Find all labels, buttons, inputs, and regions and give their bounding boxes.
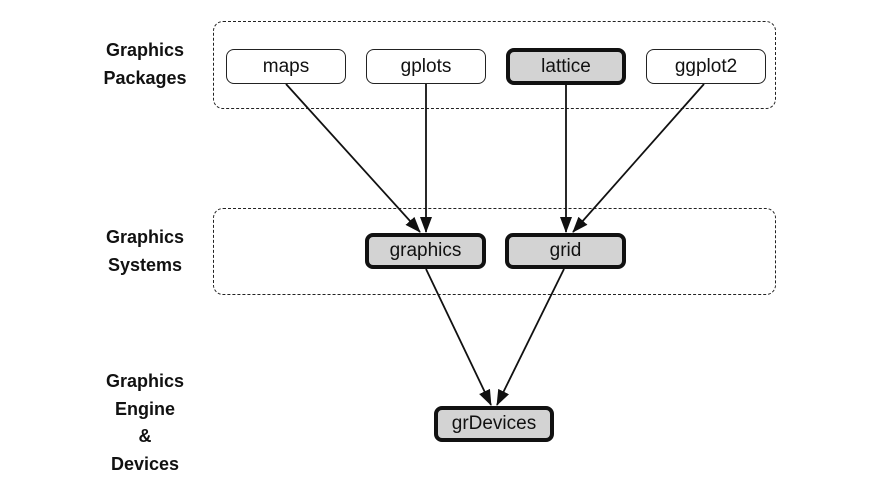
node-ggplot2: ggplot2 (646, 49, 766, 84)
systems-group-box (213, 208, 776, 295)
node-gplots: gplots (366, 49, 486, 84)
layer-label-line: Systems (107, 254, 183, 275)
node-lattice: lattice (506, 48, 626, 85)
packages-group-box (213, 21, 776, 109)
node-grdevices: grDevices (434, 406, 554, 442)
node-graphics: graphics (365, 233, 486, 269)
layer-label-line: Engine (114, 398, 175, 419)
layer-label-line: Devices (110, 453, 180, 474)
layer-label-line: Graphics (105, 40, 185, 60)
layer-label-line: Graphics (105, 227, 185, 247)
layer-label-graphics-engine-devices: Graphics Engine & Devices (65, 368, 225, 478)
layer-label-line: Graphics (105, 371, 185, 391)
layer-label-graphics-packages: Graphics Packages (65, 37, 225, 92)
layer-label-graphics-systems: Graphics Systems (65, 224, 225, 279)
layer-label-line: & (138, 426, 152, 446)
node-grid: grid (505, 233, 626, 269)
layer-label-line: Packages (103, 67, 187, 88)
node-maps: maps (226, 49, 346, 84)
